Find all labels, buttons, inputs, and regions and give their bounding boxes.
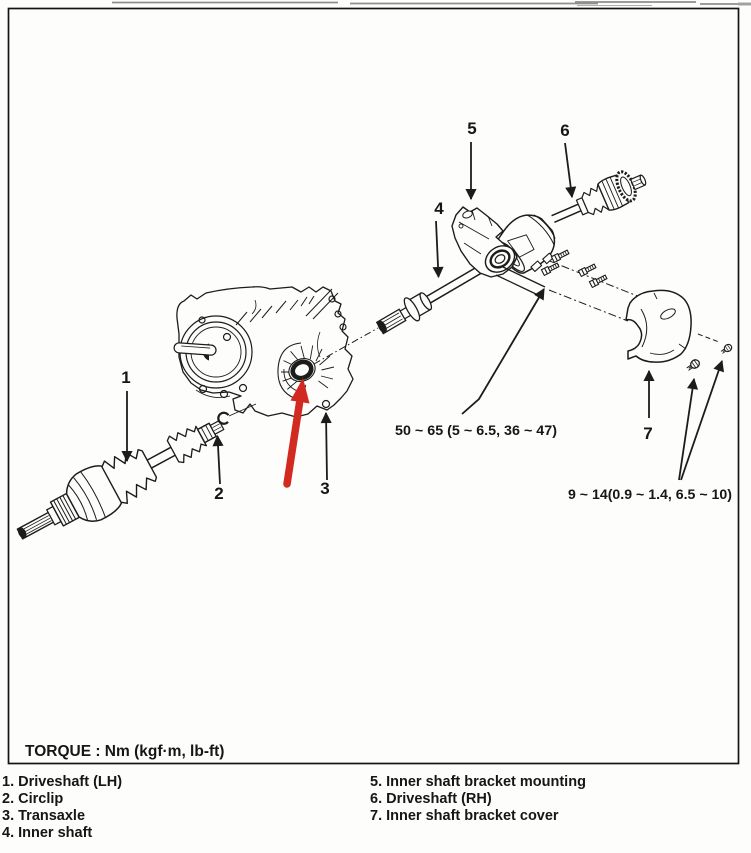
mounting-bolts-drawing (540, 249, 608, 289)
torque-leader-screw-left (678, 377, 699, 481)
driveshaft-lh-drawing (16, 420, 225, 540)
axis-line (495, 266, 629, 322)
legend-item-7: 7. Inner shaft bracket cover (370, 808, 559, 824)
axis-line (697, 333, 720, 343)
torque-spec-cover: 9 ~ 14(0.9 ~ 1.4, 6.5 ~ 10) (568, 486, 732, 502)
callout-5-label: 5 (467, 119, 476, 138)
callout-7-label: 7 (643, 424, 652, 443)
callout-1-label: 1 (121, 368, 130, 387)
callout-3-arrow (320, 411, 332, 481)
torque-spec-bracket: 50 ~ 65 (5 ~ 6.5, 36 ~ 47) (395, 422, 557, 438)
page-frame (7, 7, 740, 765)
circlip-drawing (217, 411, 230, 425)
driveshaft-rh-drawing (551, 170, 647, 223)
callout-4-label: 4 (434, 199, 444, 218)
callout-6-label: 6 (560, 121, 569, 140)
cover-screws-drawing (686, 343, 733, 371)
inner-shaft-drawing (375, 253, 503, 335)
legend-item-1: 1. Driveshaft (LH) (2, 774, 122, 790)
torque-leader-bracket (461, 288, 545, 415)
callout-6-arrow (564, 142, 577, 199)
legend-item-6: 6. Driveshaft (RH) (370, 791, 492, 807)
bearing-drawing (484, 245, 516, 273)
callout-2-label: 2 (214, 484, 223, 503)
oil-seal (290, 359, 314, 381)
callout-arrows (121, 142, 725, 485)
legend-item-5: 5. Inner shaft bracket mounting (370, 774, 586, 790)
torque-note: TORQUE : Nm (kgf·m, lb-ft) (25, 743, 224, 760)
callout-2-arrow (212, 434, 224, 485)
legend: 1. Driveshaft (LH) 2. Circlip 3. Transax… (2, 774, 586, 841)
callout-3-label: 3 (320, 479, 329, 498)
circlip-leader (228, 403, 257, 417)
legend-item-2: 2. Circlip (2, 791, 63, 807)
scan-artifact (112, 1, 751, 6)
legend-item-3: 3. Transaxle (2, 808, 85, 824)
transaxle-drawing (173, 286, 354, 418)
callout-4-arrow (432, 220, 444, 279)
axis-line (313, 327, 379, 365)
highlight-arrow (283, 378, 310, 488)
torque-leader-screw-right (680, 359, 725, 481)
cover-drawing (625, 289, 692, 363)
legend-item-4: 4. Inner shaft (2, 825, 92, 841)
